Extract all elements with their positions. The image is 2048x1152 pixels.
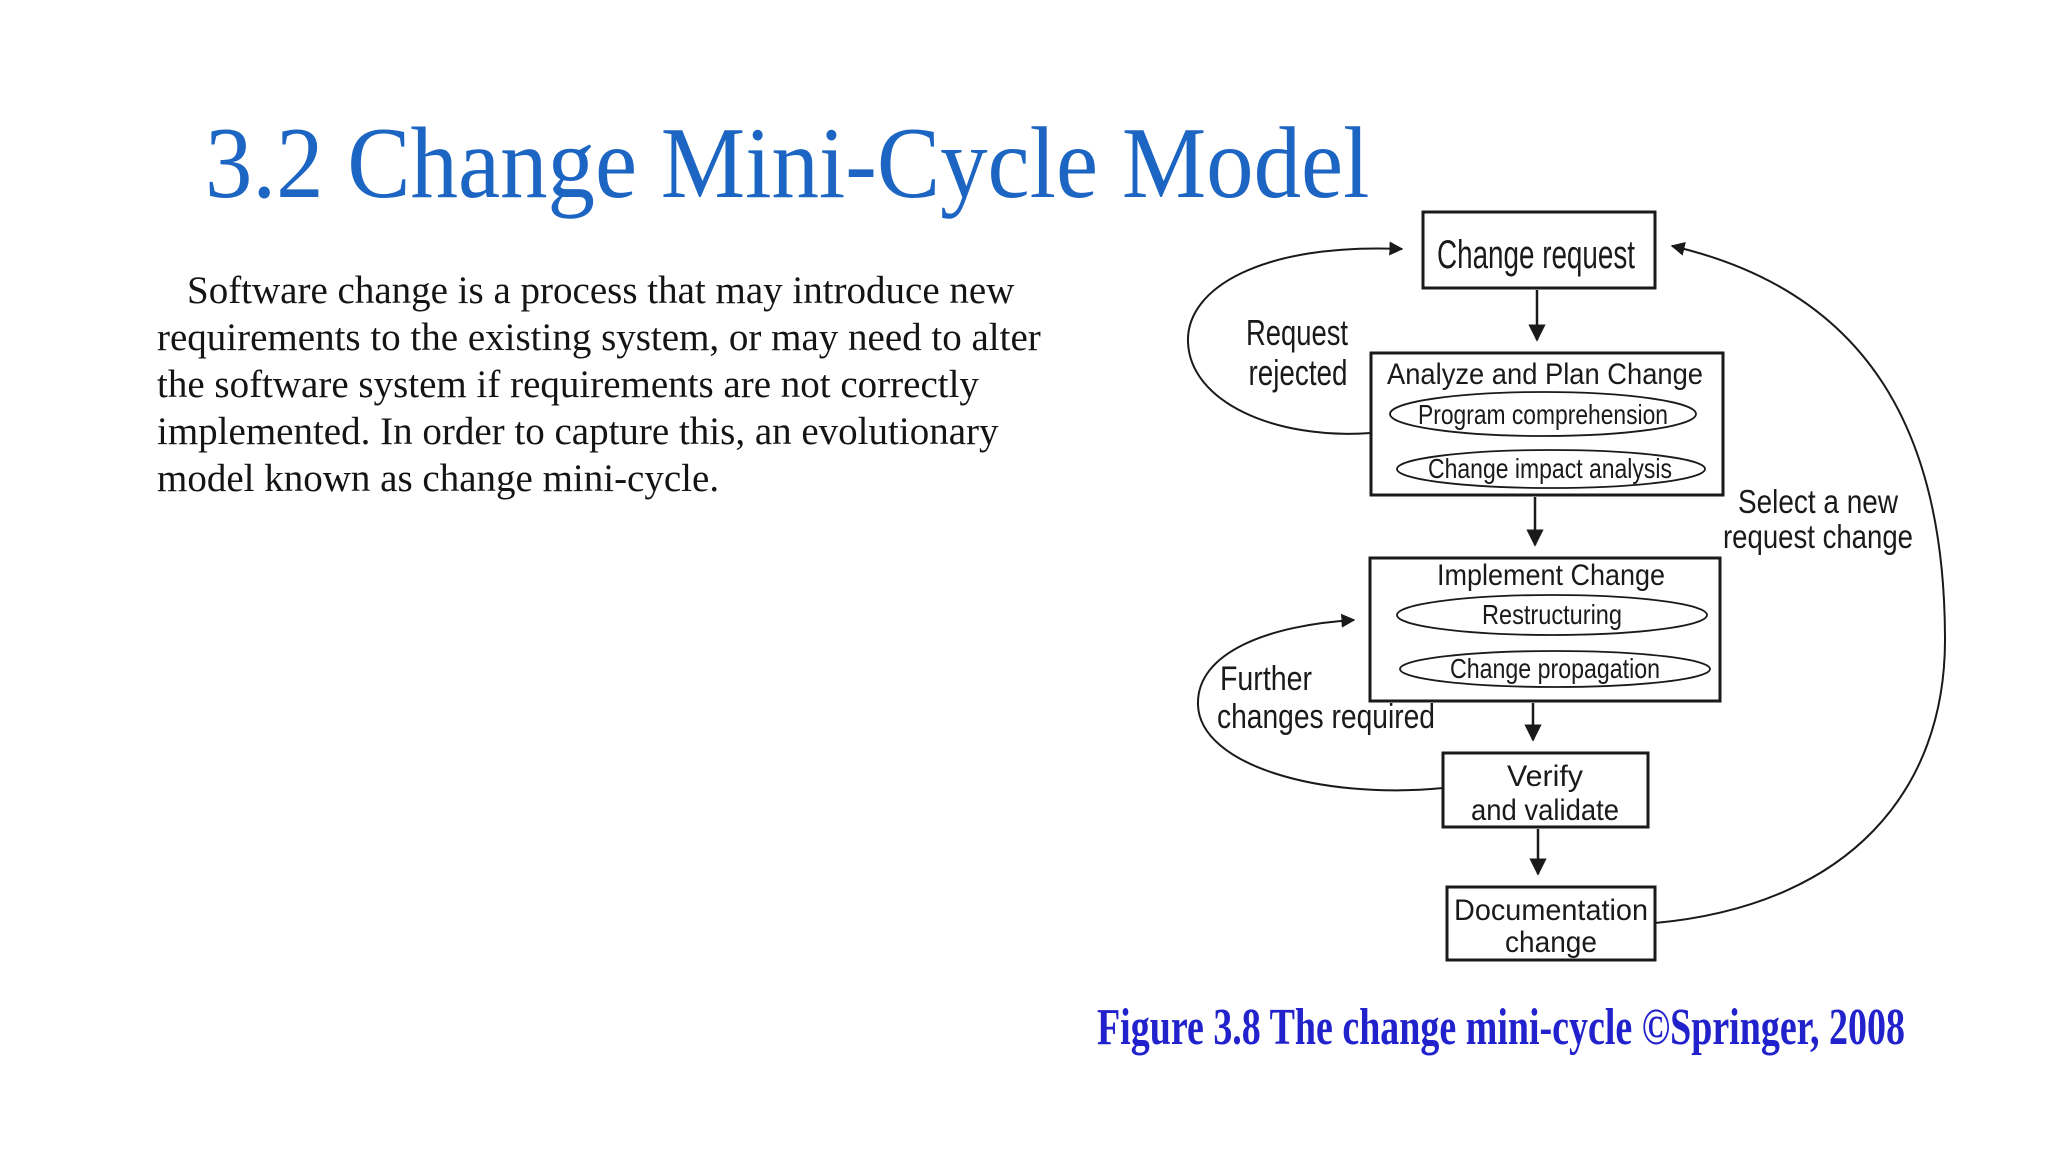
figure-caption-text: Figure 3.8 The change mini-cycle ©Spring… bbox=[1097, 999, 1905, 1056]
node-verify-validate bbox=[1441, 751, 1650, 829]
figure-caption: Figure 3.8 The change mini-cycle ©Spring… bbox=[1097, 999, 2048, 1056]
label-request-rejected-line1: Request bbox=[1246, 312, 1348, 353]
activity-change-impact-analysis bbox=[1396, 449, 1706, 489]
node-documentation-line1: Documentation bbox=[1454, 894, 1648, 927]
edge-further-changes-loop bbox=[1196, 613, 1444, 792]
activity-restructuring-label: Restructuring bbox=[1482, 599, 1622, 630]
activity-program-comprehension-label: Program comprehension bbox=[1418, 399, 1668, 430]
activity-change-impact-analysis-label: Change impact analysis bbox=[1428, 453, 1672, 484]
node-verify-line1: Verify bbox=[1507, 760, 1583, 793]
edge-request-rejected-loop bbox=[1186, 241, 1404, 435]
node-change-request-label: Change request bbox=[1437, 233, 1635, 277]
paragraph-line: implemented. In order to capture this, a… bbox=[157, 410, 999, 453]
node-documentation-line2: change bbox=[1505, 926, 1597, 959]
activity-program-comprehension bbox=[1389, 391, 1697, 437]
activity-restructuring bbox=[1396, 594, 1708, 636]
label-further-changes-line2: changes required bbox=[1217, 698, 1435, 736]
paragraph-line: Software change is a process that may in… bbox=[187, 269, 1015, 312]
slide-title-text: 3.2 Change Mini-Cycle Model bbox=[205, 107, 1370, 221]
node-analyze-plan-change bbox=[1369, 351, 1725, 497]
node-verify-line2: and validate bbox=[1471, 794, 1619, 827]
node-documentation-change bbox=[1445, 885, 1657, 962]
label-request-rejected-line2: rejected bbox=[1249, 352, 1348, 393]
paragraph-line: model known as change mini-cycle. bbox=[157, 457, 720, 500]
node-change-request bbox=[1421, 210, 1657, 290]
label-further-changes-line1: Further bbox=[1220, 660, 1312, 698]
node-implement-title: Implement Change bbox=[1437, 559, 1665, 592]
node-analyze-title: Analyze and Plan Change bbox=[1387, 358, 1703, 391]
activity-change-propagation-label: Change propagation bbox=[1450, 653, 1660, 684]
paragraph-line: the software system if requirements are … bbox=[157, 363, 979, 406]
activity-change-propagation bbox=[1399, 650, 1711, 688]
slide-title: 3.2 Change Mini-Cycle Model bbox=[205, 113, 1457, 215]
label-select-new-line2: request change bbox=[1723, 518, 1913, 555]
edge-select-new-request-curve bbox=[1654, 242, 1947, 924]
body-paragraph: Software change is a process that may in… bbox=[157, 267, 1041, 502]
label-select-new-line1: Select a new bbox=[1738, 483, 1898, 520]
paragraph-line: requirements to the existing system, or … bbox=[157, 316, 1041, 359]
